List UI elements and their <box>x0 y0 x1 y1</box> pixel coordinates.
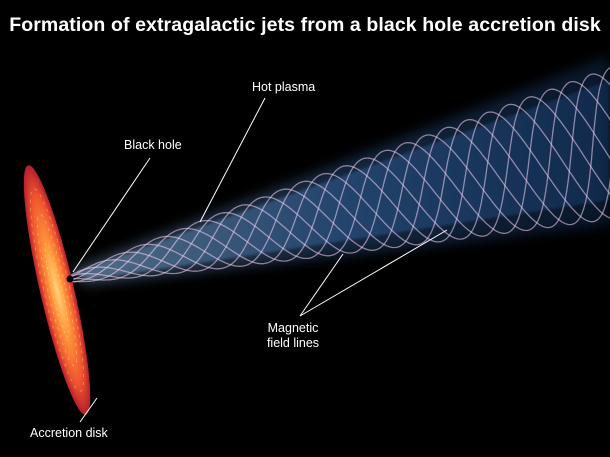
field-line-strand <box>69 66 610 281</box>
field-line-strand <box>69 111 610 279</box>
hot-plasma-pointer <box>199 97 266 223</box>
black-hole-label: Black hole <box>124 138 182 152</box>
field-line-strand <box>70 88 610 281</box>
magnetic-field-label-line2: field lines <box>266 336 320 350</box>
hot-plasma-label: Hot plasma <box>252 80 316 94</box>
black-hole-pointer <box>72 157 151 273</box>
callout-lines <box>72 97 448 423</box>
field-lines-pointer-2 <box>299 229 448 317</box>
black-hole <box>66 275 74 283</box>
magnetic-field-lines <box>68 66 610 283</box>
accretion-disk-pointer <box>79 397 98 423</box>
field-line-strand <box>68 103 610 277</box>
field-line-strand <box>70 73 610 283</box>
accretion-disk <box>23 165 91 415</box>
field-lines-pointer-1 <box>299 253 344 317</box>
accretion-disk-label: Accretion disk <box>30 426 108 440</box>
field-line-strand <box>70 80 610 283</box>
magnetic-field-label-line1: Magnetic <box>267 321 319 335</box>
diagram-title: Formation of extragalactic jets from a b… <box>9 14 601 36</box>
field-line-strand <box>69 96 610 279</box>
